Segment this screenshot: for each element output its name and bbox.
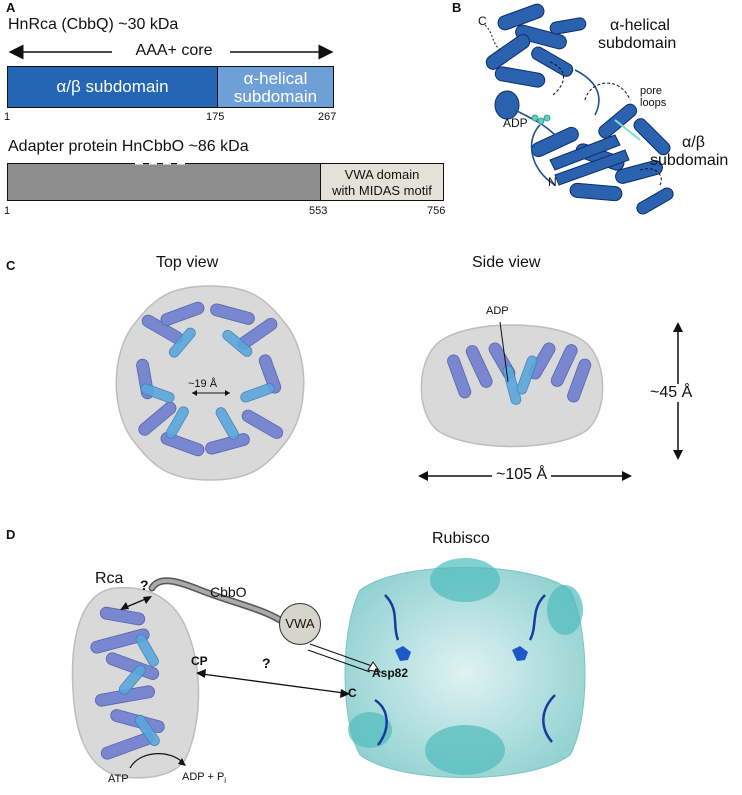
b-pore-line2: loops	[640, 97, 667, 109]
panel-b-letter: B	[452, 0, 462, 15]
cbbo-tick-756: 756	[427, 205, 446, 217]
b-adp-label: ADP	[503, 116, 528, 130]
alpha-beta-subdomain-label: α/β subdomain	[56, 77, 169, 96]
cbbo-linker	[148, 577, 284, 624]
vwa-circle: VWA	[279, 603, 321, 645]
rca-title-d: Rca	[95, 570, 124, 587]
b-alpha-beta-line1: α/β	[682, 134, 705, 151]
side-adp-label: ADP	[486, 305, 509, 317]
b-alpha-helical-line1: α-helical	[610, 17, 670, 34]
vwa-label-line1: VWA domain	[344, 167, 420, 182]
top-view-title: Top view	[156, 254, 219, 271]
rca-tick-267: 267	[318, 111, 337, 123]
b-alpha-beta-line2: subdomain	[650, 152, 729, 169]
cbbo-label-d: CbbO	[210, 584, 247, 600]
cbbo-title: Adapter protein HnCbbO ~86 kDa	[8, 138, 249, 155]
question-mark-1: ?	[140, 577, 149, 593]
side-view-hexamer	[420, 321, 604, 448]
b-alpha-helical-line2: subdomain	[598, 35, 677, 52]
rubisco-title: Rubisco	[432, 530, 490, 547]
b-n-terminus: N	[548, 175, 557, 189]
atp-label: ATP	[108, 773, 129, 785]
cbbo-gap-dashes	[135, 161, 185, 205]
pore-width-label: ~19 Å	[188, 378, 218, 390]
pi-subscript: i	[224, 776, 227, 786]
aaa-core-label: AAA+ core	[135, 42, 213, 59]
alpha-beta-subdomain-box: α/β subdomain	[7, 66, 218, 108]
aaa-core-arrow	[8, 44, 334, 60]
rca-tick-1: 1	[4, 111, 11, 123]
vwa-label-d: VWA	[285, 616, 315, 631]
rca-title: HnRca (CbbQ) ~30 kDa	[8, 16, 179, 33]
alpha-helical-label-line2: subdomain	[233, 86, 318, 106]
alpha-helical-label-line1: α-helical	[243, 69, 308, 88]
vwa-domain-box: VWA domain with MIDAS motif	[320, 163, 444, 201]
b-c-terminus: C	[478, 14, 487, 28]
adp-pi-label: ADP + Pi	[182, 771, 226, 785]
rca-tick-175: 175	[206, 111, 225, 123]
asp82-label: Asp82	[372, 666, 409, 680]
cp-label: CP	[191, 654, 208, 668]
panel-c-letter: C	[6, 258, 16, 273]
side-view-title: Side view	[472, 254, 541, 271]
rca-monomer-cartoon	[484, 3, 674, 215]
height-label: ~45 Å	[650, 384, 693, 402]
panel-a-letter: A	[6, 0, 16, 15]
c-terminus-label: C	[348, 686, 357, 700]
b-pore-line1: pore	[640, 85, 663, 97]
cbbo-tick-1: 1	[4, 205, 11, 217]
width-label: ~105 Å	[492, 466, 552, 484]
rca-side-density	[71, 586, 200, 779]
top-view-hexamer	[115, 285, 305, 481]
d-arrows	[120, 596, 382, 769]
question-mark-2: ?	[262, 655, 271, 671]
panel-d-letter: D	[6, 527, 16, 542]
alpha-helical-subdomain-box: α-helical subdomain	[217, 66, 334, 108]
adp-pi-text: ADP + P	[182, 771, 225, 783]
rubisco-surface	[344, 558, 586, 778]
cbbo-tick-553: 553	[309, 205, 328, 217]
vwa-label-line2: with MIDAS motif	[332, 182, 432, 198]
